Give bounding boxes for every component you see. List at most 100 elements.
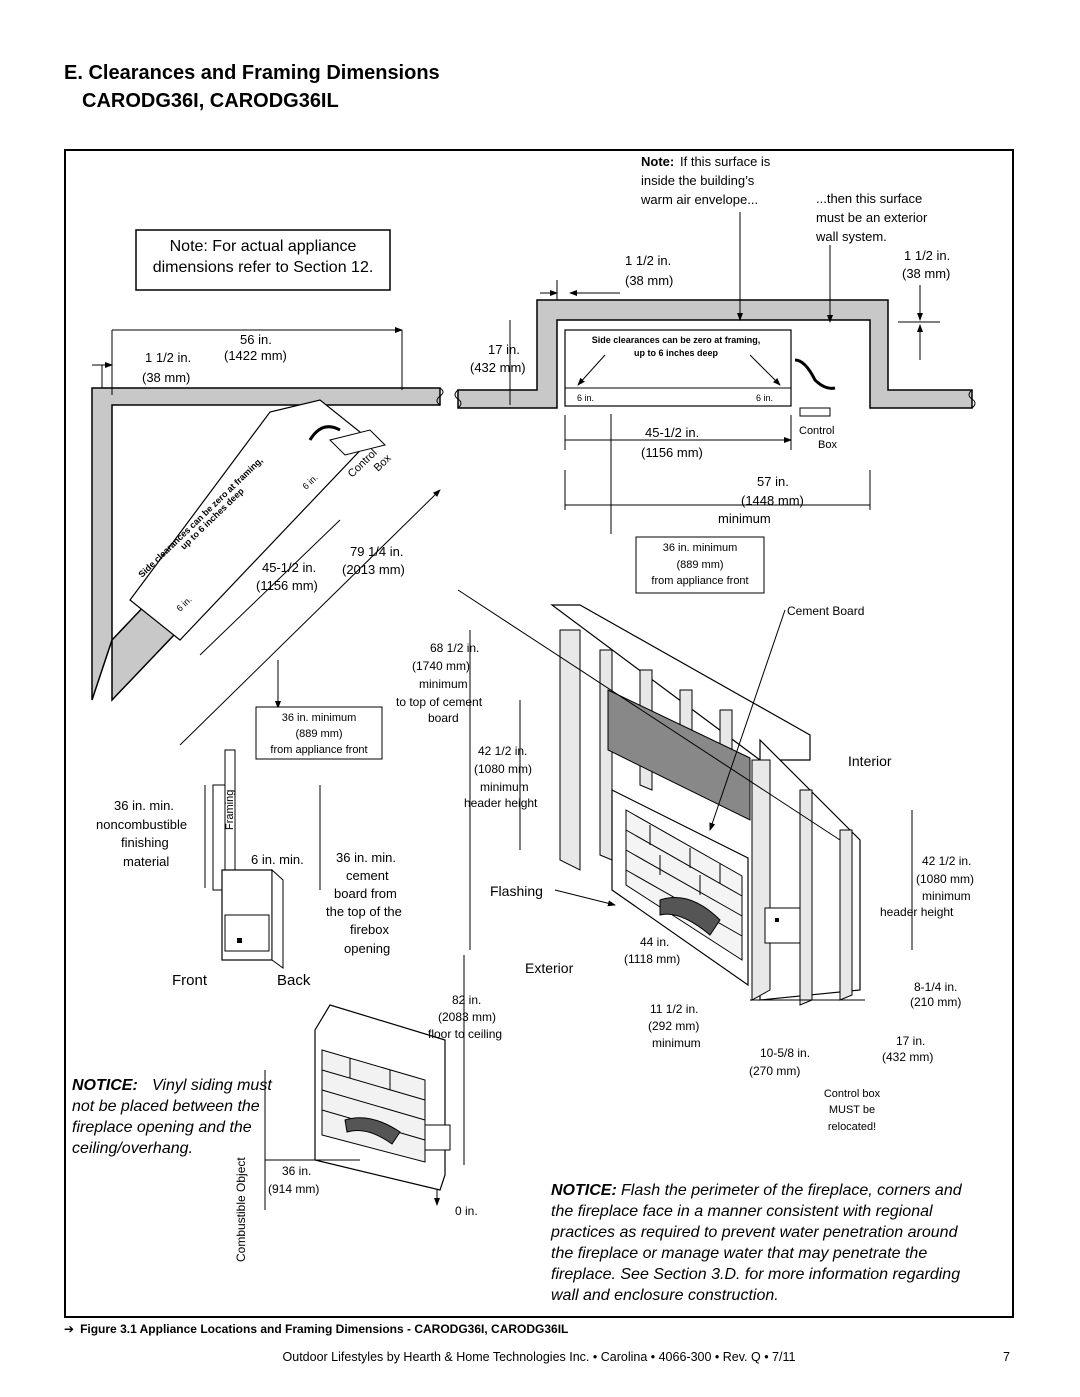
- side-front: Front: [172, 972, 208, 989]
- straight-min36-2: (889 mm): [676, 559, 723, 571]
- frame-cement-board: Cement Board: [787, 604, 864, 618]
- frame-d68-1: 68 1/2 in.: [430, 641, 479, 655]
- flash-l6: wall and enclosure construction.: [551, 1287, 779, 1304]
- flash-l4: the fireplace or manage water that may p…: [551, 1245, 927, 1262]
- frame-r42-4: header height: [880, 905, 954, 919]
- vinyl-l2: not be placed between the: [72, 1098, 260, 1115]
- section-subheading: CARODG36I, CARODG36IL: [82, 90, 339, 112]
- envelope-then-1: ...then this surface: [816, 191, 922, 206]
- frame-d1058-2: (270 mm): [749, 1064, 800, 1078]
- frame-r42-2: (1080 mm): [916, 872, 974, 886]
- frame-d68-4: to top of cement: [396, 695, 483, 709]
- straight-dim-1156: (1156 mm): [641, 445, 703, 460]
- figure-frame: [64, 149, 1014, 1318]
- side-elevation-view: Framing 36 in. min. noncombustible finis…: [96, 749, 402, 989]
- frame-d68-2: (1740 mm): [412, 659, 470, 673]
- envelope-then-2: must be an exterior: [816, 210, 928, 225]
- frame-d44-2: (1118 mm): [624, 952, 680, 966]
- side-six-min: 6 in. min.: [251, 852, 304, 867]
- corner-min36-1: 36 in. minimum: [282, 712, 357, 724]
- frame-d17-1: 17 in.: [896, 1034, 925, 1048]
- corner-dim-56: 56 in.: [240, 332, 272, 347]
- straight-min36-1: 36 in. minimum: [663, 542, 738, 554]
- ceil-d36-1: 36 in.: [282, 1164, 311, 1178]
- frame-d11-2: (292 mm): [648, 1019, 699, 1033]
- ceil-combustible: Combustible Object: [234, 1157, 248, 1262]
- ceiling-view: 82 in. (2083 mm) floor to ceiling 36 in.…: [234, 955, 502, 1262]
- side-left-2: noncombustible: [96, 817, 187, 832]
- straight-dim-57: 57 in.: [757, 474, 789, 489]
- frame-d11-1: 11 1/2 in.: [650, 1002, 698, 1016]
- frame-d825-2: (210 mm): [910, 995, 961, 1009]
- frame-d68-5: board: [428, 711, 459, 725]
- ceil-d36-2: (914 mm): [268, 1182, 319, 1196]
- side-left-3: finishing: [121, 835, 169, 850]
- note-line1: Note: For actual appliance: [170, 238, 357, 255]
- frame-d42-3: minimum: [480, 780, 529, 794]
- frame-r42-3: minimum: [922, 889, 971, 903]
- straight-dim-1half-a: 1 1/2 in.: [625, 253, 671, 268]
- frame-flashing: Flashing: [490, 883, 543, 899]
- ceil-d82-2: (2083 mm): [438, 1010, 496, 1024]
- straight-side-2: up to 6 inches deep: [634, 348, 719, 358]
- straight-six-a: 6 in.: [577, 393, 594, 403]
- page-number: 7: [1003, 1350, 1010, 1364]
- straight-control: Control: [799, 425, 834, 437]
- frame-d17-2: (432 mm): [882, 1050, 933, 1064]
- side-r3: board from: [334, 886, 397, 901]
- arrow-icon: ➔: [64, 1322, 75, 1336]
- side-r6: opening: [344, 941, 390, 956]
- vinyl-l3: fireplace opening and the: [72, 1119, 252, 1136]
- frame-d42-2: (1080 mm): [474, 762, 532, 776]
- side-left-1: 36 in. min.: [114, 798, 174, 813]
- frame-d825-1: 8-1/4 in.: [914, 980, 957, 994]
- frame-exterior: Exterior: [525, 960, 574, 976]
- side-r5: firebox: [350, 922, 390, 937]
- straight-dim-455: 45-1/2 in.: [645, 425, 699, 440]
- envelope-note-2: inside the building’s: [641, 173, 755, 188]
- corner-min36-3: from appliance front: [270, 744, 367, 756]
- note-box: [135, 229, 391, 291]
- straight-dim-432: (432 mm): [470, 360, 526, 375]
- vinyl-l4: ceiling/overhang.: [72, 1140, 193, 1157]
- frame-d42-4: header height: [464, 796, 538, 810]
- side-r1: 36 in. min.: [336, 850, 396, 865]
- corner-dim-455: 45-1/2 in.: [262, 560, 316, 575]
- envelope-note-1: If this surface is: [680, 154, 771, 169]
- straight-box: Box: [818, 439, 837, 451]
- side-r4: the top of the: [326, 904, 402, 919]
- corner-dim-38mm: (38 mm): [142, 370, 190, 385]
- corner-dim-79: 79 1/4 in.: [350, 544, 404, 559]
- corner-min36-2: (889 mm): [295, 728, 342, 740]
- side-left-4: material: [123, 854, 169, 869]
- vinyl-bold: NOTICE:: [72, 1077, 138, 1094]
- ceil-zero: 0 in.: [455, 1204, 478, 1218]
- straight-plan-view: Side clearances can be zero at framing, …: [454, 154, 976, 594]
- flash-l5: fireplace. See Section 3.D. for more inf…: [551, 1266, 960, 1283]
- figure-caption: ➔ Figure 3.1 Appliance Locations and Fram…: [64, 1322, 568, 1336]
- frame-interior: Interior: [848, 753, 892, 769]
- straight-six-b: 6 in.: [756, 393, 773, 403]
- caption-text: Figure 3.1 Appliance Locations and Frami…: [80, 1322, 569, 1336]
- section-heading: E. Clearances and Framing Dimensions: [64, 62, 440, 84]
- framing-iso-view: Cement Board 68 1/2 in. (1740 mm) minimu…: [396, 589, 974, 1133]
- frame-cb-2: MUST be: [829, 1104, 875, 1116]
- corner-dim-56mm: (1422 mm): [224, 348, 287, 363]
- svg-text:NOTICE:: NOTICE:: [72, 1077, 138, 1094]
- straight-dim-1half-b: 1 1/2 in.: [904, 248, 950, 263]
- straight-side-1: Side clearances can be zero at framing,: [592, 335, 761, 345]
- frame-d11-3: minimum: [652, 1036, 701, 1050]
- ceil-d82-3: floor to ceiling: [428, 1027, 502, 1041]
- straight-dim-17: 17 in.: [488, 342, 520, 357]
- envelope-then-3: wall system.: [815, 229, 887, 244]
- page-footer: Outdoor Lifestyles by Hearth & Home Tech…: [282, 1350, 796, 1364]
- flash-l3: practices as required to prevent water p…: [550, 1224, 959, 1241]
- corner-dim-2013: (2013 mm): [342, 562, 405, 577]
- ceil-d82-1: 82 in.: [452, 993, 481, 1007]
- straight-dim-38-a: (38 mm): [625, 273, 673, 288]
- frame-d42-1: 42 1/2 in.: [478, 744, 527, 758]
- frame-d44-1: 44 in.: [640, 935, 669, 949]
- envelope-note-bold: Note:: [641, 154, 674, 169]
- frame-d68-3: minimum: [419, 677, 468, 691]
